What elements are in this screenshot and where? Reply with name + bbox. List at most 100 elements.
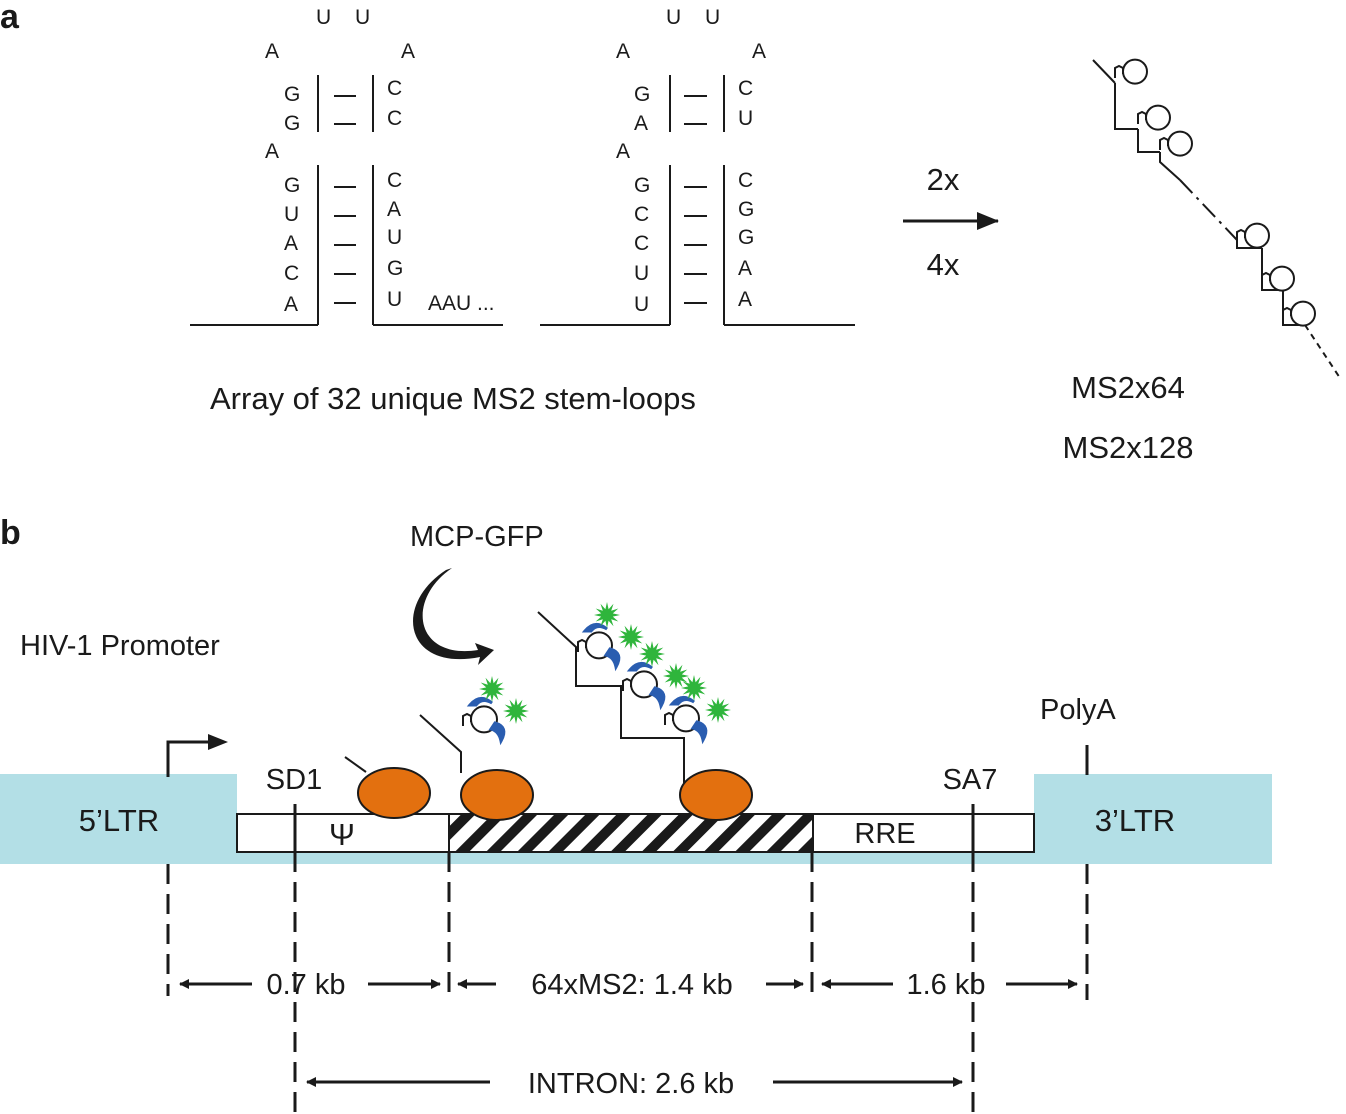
- nucleotide: G: [634, 83, 650, 106]
- tail-sequence: AAU ...: [428, 292, 495, 315]
- curved-arrow-icon: [413, 568, 494, 665]
- mcp-icon: [581, 623, 608, 633]
- stem-loop-hook: [1137, 110, 1147, 124]
- nucleotide: U: [634, 293, 649, 316]
- stem-loop-hook: [1236, 228, 1246, 242]
- gfp-icon: [639, 641, 665, 667]
- array-step: [1137, 129, 1160, 153]
- multiplier-4x: 4x: [927, 247, 960, 282]
- nucleotide: G: [738, 226, 754, 249]
- distance-label: 64xMS2: 1.4 kb: [531, 969, 733, 1001]
- nucleotide: U: [355, 6, 370, 29]
- mcp-icon: [668, 696, 695, 706]
- nucleotide: A: [284, 293, 298, 316]
- nucleotide: C: [634, 232, 649, 255]
- nucleotide: C: [738, 77, 753, 100]
- stem-loop-hook: [1282, 306, 1292, 320]
- nucleotide: G: [634, 174, 650, 197]
- mcp-icon: [466, 697, 493, 707]
- nucleotide: A: [616, 140, 630, 163]
- ms2-array-diagram: [1092, 58, 1341, 379]
- mcp-icon: [690, 720, 708, 745]
- nucleotide: U: [284, 203, 299, 226]
- stem-loop-hook: [1159, 136, 1169, 150]
- rna-stub: [344, 756, 367, 773]
- stem-loop-icon: [1167, 130, 1193, 157]
- rre-label: RRE: [854, 818, 915, 850]
- polya-label: PolyA: [1040, 694, 1116, 726]
- gfp-icon: [594, 602, 620, 628]
- stem-loop-1-nucleotides: U U A A G G C C A G U A C A C A U G U AA…: [265, 6, 495, 316]
- nascent-rna-group: [344, 602, 753, 821]
- gfp-icon: [618, 624, 644, 650]
- gfp-icon: [479, 676, 505, 702]
- multiplier-2x: 2x: [927, 162, 960, 197]
- stem-loop-icon: [1269, 265, 1295, 292]
- mcp-icon: [626, 662, 653, 672]
- stem-loop-icon: [1244, 222, 1270, 249]
- mcp-icon: [603, 647, 621, 672]
- nucleotide: A: [738, 257, 752, 280]
- nucleotide: U: [316, 6, 331, 29]
- nucleotide: A: [401, 40, 415, 63]
- stem-loop-2-nucleotides: U U A A G A C U A G C C U U C G G A A: [616, 6, 766, 316]
- panel-b-label: b: [0, 514, 21, 552]
- nucleotide: A: [738, 288, 752, 311]
- mcp-icon: [648, 686, 666, 711]
- gfp-icon: [681, 675, 707, 701]
- psi-label: Ψ: [329, 817, 355, 852]
- nucleotide: G: [284, 112, 300, 135]
- mcp-icon: [488, 721, 506, 746]
- array-caption: Array of 32 unique MS2 stem-loops: [210, 381, 696, 416]
- stem-loop-hook: [577, 638, 587, 652]
- nucleotide: C: [387, 107, 402, 130]
- stem-loop-hook: [1114, 64, 1124, 78]
- distance-label: 0.7 kb: [267, 969, 346, 1001]
- stem-loop-icon: [630, 670, 658, 699]
- guide-lines: [166, 852, 1089, 1114]
- nucleotide: U: [634, 262, 649, 285]
- stem-loop-icon: [585, 631, 613, 660]
- result-ms2x128: MS2x128: [1063, 430, 1194, 465]
- distance-arrows: [179, 979, 1078, 1087]
- ms2-cassette: [448, 813, 814, 853]
- nucleotide: G: [284, 83, 300, 106]
- stem-loop-2: [540, 75, 855, 326]
- array-dash: [1304, 324, 1341, 379]
- nucleotide: G: [284, 174, 300, 197]
- nucleotide: U: [666, 6, 681, 29]
- stem-loop-hook: [462, 712, 472, 726]
- sa7-label: SA7: [943, 764, 998, 796]
- promoter-line: [166, 740, 220, 777]
- mcp-gfp-label: MCP-GFP: [410, 521, 544, 553]
- nucleotide: C: [284, 262, 299, 285]
- panel-a-label: a: [0, 0, 20, 36]
- nucleotide: A: [265, 140, 279, 163]
- nucleotide: G: [387, 257, 403, 280]
- stem-loop-hook: [622, 677, 632, 691]
- stem-loop-icon: [1145, 104, 1171, 131]
- polymerase: [357, 767, 431, 819]
- nucleotide: U: [738, 107, 753, 130]
- nucleotide: C: [634, 203, 649, 226]
- stem-loop-1: [190, 75, 503, 326]
- array-step: [1114, 83, 1138, 130]
- intron-label: INTRON: 2.6 kb: [528, 1068, 734, 1100]
- nucleotide: A: [387, 198, 401, 221]
- ltr-3-label: 3’LTR: [1095, 803, 1175, 838]
- nucleotide: A: [616, 40, 630, 63]
- rna-strand: [419, 714, 462, 773]
- nucleotide: C: [387, 77, 402, 100]
- stem-loop-icon: [672, 704, 700, 733]
- rna-strand: [537, 611, 685, 785]
- array-step: [1159, 152, 1181, 181]
- nucleotide: A: [634, 112, 648, 135]
- ltr-5-label: 5’LTR: [79, 803, 159, 838]
- gfp-icon: [705, 697, 731, 723]
- polymerase: [460, 769, 534, 821]
- promoter-arrow-icon: [208, 734, 228, 750]
- promoter-label: HIV-1 Promoter: [20, 630, 220, 662]
- nucleotide: A: [752, 40, 766, 63]
- sd1-label: SD1: [266, 764, 322, 796]
